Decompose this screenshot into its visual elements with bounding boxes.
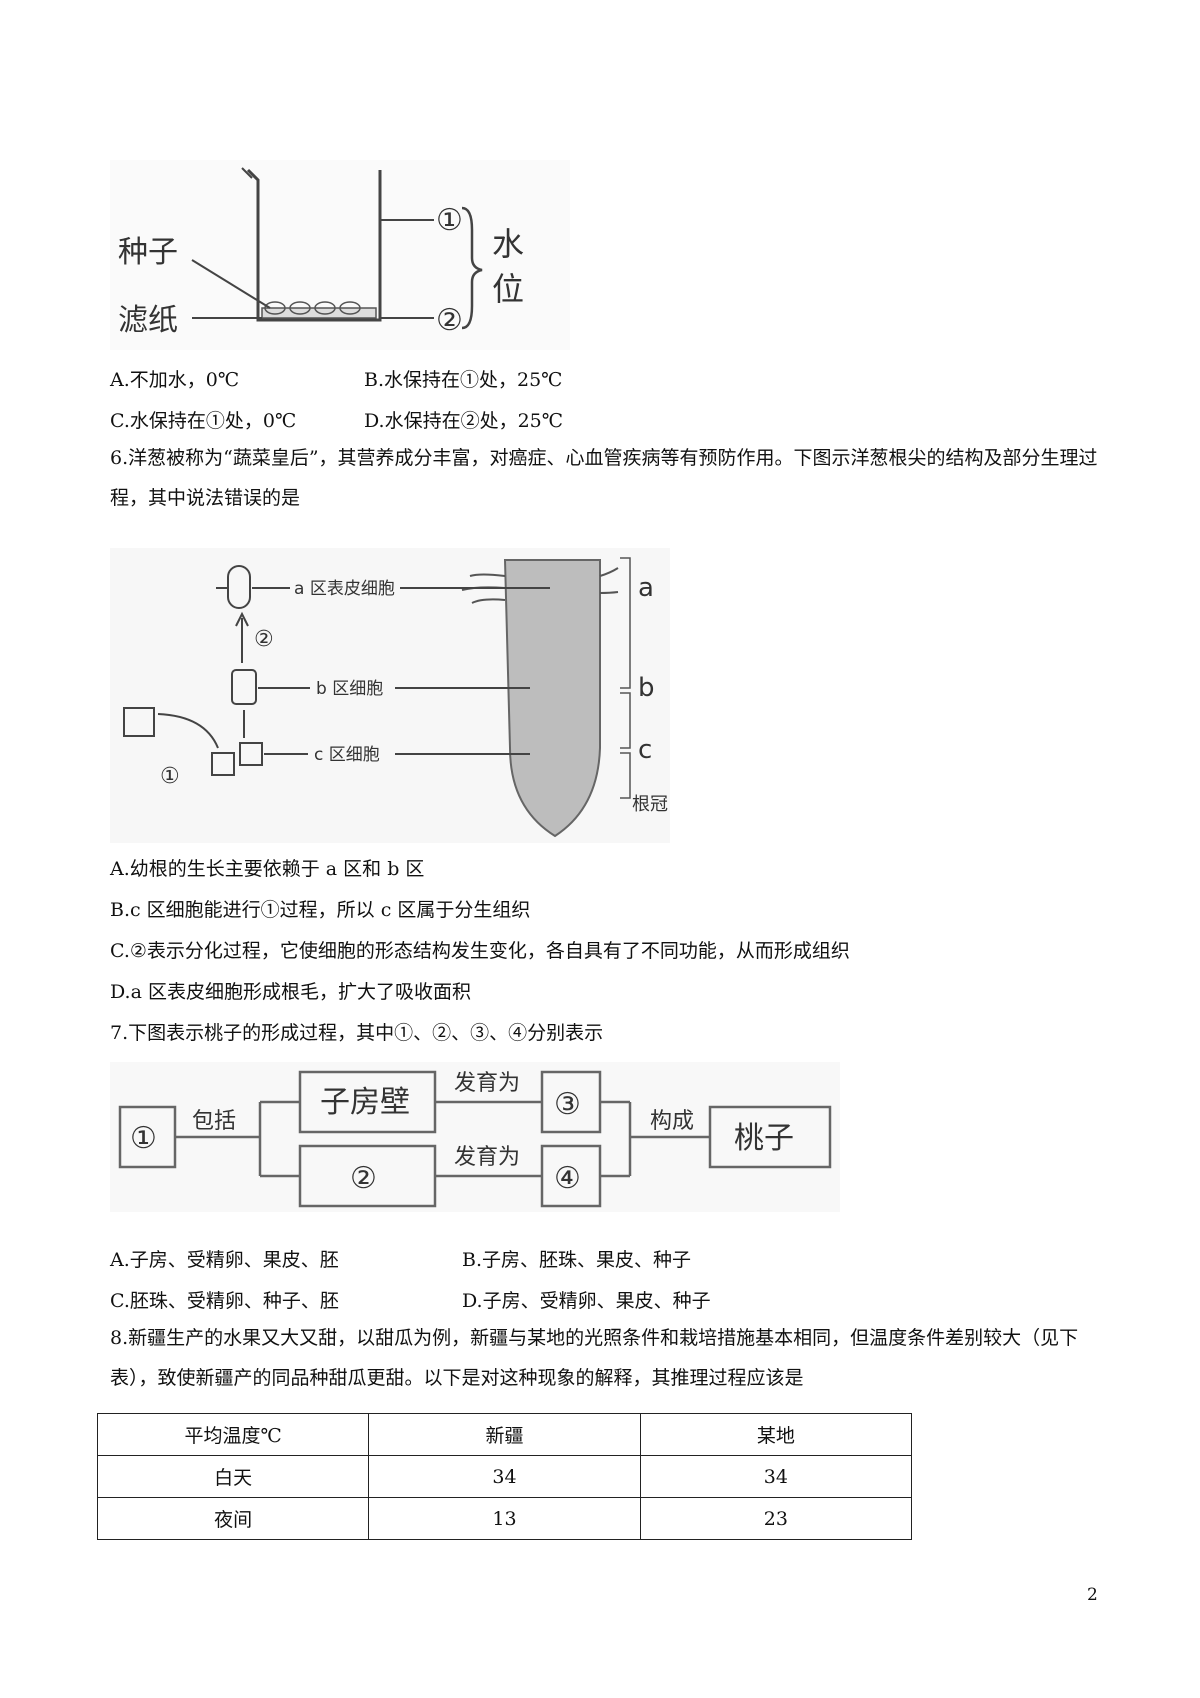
- q5-option-d: D.水保持在②处，25℃: [364, 410, 564, 432]
- temperature-table: 平均温度℃ 新疆 某地 白天 34 34 夜间 13 23: [96, 1413, 913, 1540]
- root-cap-label: 根冠: [632, 794, 668, 815]
- table-row: 夜间 13 23: [96, 1497, 913, 1540]
- q6-option-b: B.c 区细胞能进行①过程，所以 c 区属于分生组织: [110, 899, 531, 921]
- table-cell: 夜间: [96, 1497, 370, 1540]
- flow-box-4: ④: [554, 1161, 581, 1196]
- table-cell: 34: [368, 1455, 641, 1498]
- table-header-cell: 新疆: [368, 1413, 641, 1456]
- water-level-label-2: 位: [492, 270, 524, 308]
- water-level-label-1: 水: [492, 225, 524, 263]
- q5-option-a: A.不加水，0℃: [110, 369, 240, 391]
- table-cell: 13: [368, 1497, 641, 1540]
- forms-label: 构成: [650, 1109, 694, 1134]
- seed-label: 种子: [118, 235, 178, 270]
- peach-box: 桃子: [734, 1121, 794, 1156]
- q7-option-d: D.子房、受精卵、果皮、种子: [462, 1290, 711, 1312]
- q6-option-d: D.a 区表皮细胞形成根毛，扩大了吸收面积: [110, 981, 471, 1003]
- filter-paper-label: 滤纸: [118, 303, 178, 338]
- page-number: 2: [1087, 1585, 1098, 1605]
- flow-box-1: ①: [130, 1121, 157, 1156]
- root-tip-figure: a b c 根冠 a 区表皮细胞 b 区细胞 c 区细胞 ② ①: [110, 548, 670, 843]
- develops-into-label-2: 发育为: [454, 1145, 520, 1170]
- q7-option-a: A.子房、受精卵、果皮、胚: [110, 1249, 339, 1271]
- process-1-label: ①: [160, 764, 180, 789]
- table-cell: 34: [639, 1455, 913, 1498]
- q6-option-a: A.幼根的生长主要依赖于 a 区和 b 区: [110, 858, 425, 880]
- a-cell-label: a 区表皮细胞: [294, 579, 395, 599]
- table-header-cell: 某地: [639, 1413, 913, 1456]
- q7-option-c: C.胚珠、受精卵、种子、胚: [110, 1290, 339, 1312]
- process-2-label: ②: [254, 627, 274, 652]
- beaker-figure: 种子 滤纸 ① ② 水 位: [110, 160, 570, 350]
- level-1-label: ①: [436, 203, 463, 238]
- table-cell: 白天: [96, 1455, 370, 1498]
- c-cell-label: c 区细胞: [314, 745, 380, 765]
- table-header-cell: 平均温度℃: [96, 1413, 370, 1456]
- flow-box-3: ③: [554, 1087, 581, 1122]
- b-cell-label: b 区细胞: [316, 679, 383, 699]
- zone-b-label: b: [638, 673, 655, 703]
- q5-option-b: B.水保持在①处，25℃: [364, 369, 563, 391]
- q7-stem: 7.下图表示桃子的形成过程，其中①、②、③、④分别表示: [110, 1022, 604, 1044]
- table-header-row: 平均温度℃ 新疆 某地: [96, 1413, 913, 1456]
- zone-c-label: c: [638, 735, 652, 765]
- q7-option-b: B.子房、胚珠、果皮、种子: [462, 1249, 692, 1271]
- flow-box-2: ②: [350, 1161, 377, 1196]
- ovary-wall-box: 子房壁: [320, 1085, 410, 1120]
- includes-label: 包括: [192, 1109, 236, 1134]
- q8-stem: 8.新疆生产的水果又大又甜，以甜瓜为例，新疆与某地的光照条件和栽培措施基本相同，…: [110, 1327, 1079, 1389]
- table-cell: 23: [639, 1497, 913, 1540]
- level-2-label: ②: [436, 303, 463, 338]
- q5-option-c: C.水保持在①处，0℃: [110, 410, 297, 432]
- zone-a-label: a: [638, 573, 654, 603]
- q6-stem: 6.洋葱被称为“蔬菜皇后”，其营养成分丰富，对癌症、心血管疾病等有预防作用。下图…: [110, 447, 1098, 509]
- table-row: 白天 34 34: [96, 1455, 913, 1498]
- peach-flowchart: ① 包括 子房壁 ② 发育为 发育为 ③ ④ 构成 桃子: [110, 1062, 840, 1212]
- q6-option-c: C.②表示分化过程，它使细胞的形态结构发生变化，各自具有了不同功能，从而形成组织: [110, 940, 850, 962]
- develops-into-label-1: 发育为: [454, 1071, 520, 1096]
